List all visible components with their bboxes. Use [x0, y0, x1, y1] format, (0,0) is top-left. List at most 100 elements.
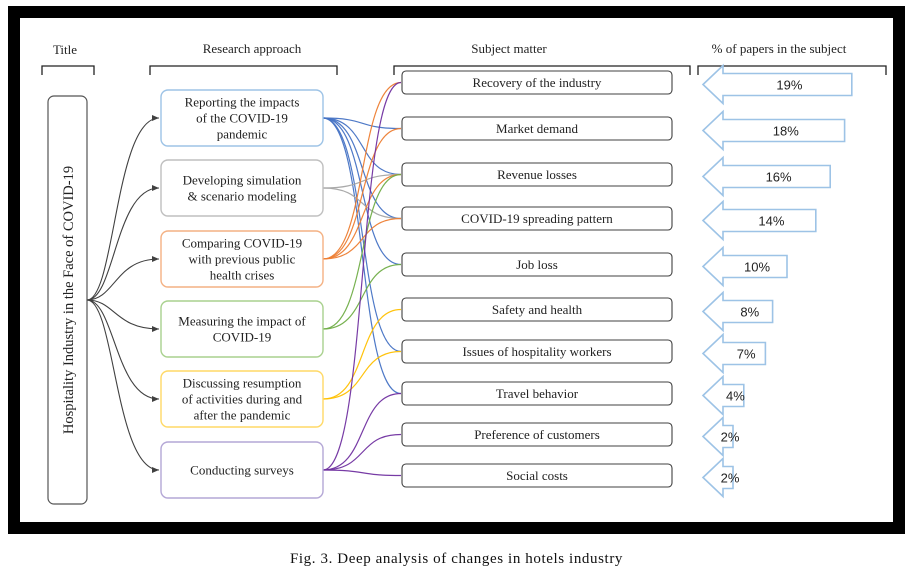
subject-matter-box: Issues of hospitality workers — [401, 339, 673, 364]
connector-approach-2-subject-3 — [322, 173, 402, 189]
research-approach-label: Comparing COVID-19 — [182, 236, 302, 251]
research-approach-label: Measuring the impact of — [178, 314, 306, 329]
connector-approach-6-subject-10 — [322, 469, 402, 477]
subject-matter-box-border — [401, 116, 673, 141]
subject-matter-box: Travel behavior — [401, 381, 673, 406]
research-approach-box: Developing simulation& scenario modeling — [160, 159, 324, 217]
connector-approach-3-subject-4 — [322, 217, 402, 260]
research-approach-label: of the COVID-19 — [196, 111, 288, 126]
research-approach-label: with previous public — [189, 252, 296, 267]
research-approach-box-border — [160, 370, 324, 428]
subject-matter-label: Safety and health — [492, 302, 583, 317]
subject-matter-box: Job loss — [401, 252, 673, 277]
research-approach-box-border — [160, 89, 324, 147]
connector-approach-6-subject-1 — [322, 81, 402, 471]
header-brackets — [41, 65, 887, 75]
title-connector-5 — [86, 299, 160, 402]
percent-arrow: 2% — [701, 415, 740, 458]
subject-matter-label: Preference of customers — [474, 427, 600, 442]
subject-matter-label: Issues of hospitality workers — [462, 344, 611, 359]
subject-matter-box: Market demand — [401, 116, 673, 141]
research-approach-label: health crises — [210, 268, 275, 283]
connector-approach-1-subject-5 — [322, 117, 402, 266]
approach-to-subject-connectors — [322, 81, 402, 477]
research-approach-box-border — [160, 441, 324, 499]
figure-frame: Title Research approach Subject matter %… — [8, 6, 905, 534]
figure-caption: Fig. 3. Deep analysis of changes in hote… — [289, 551, 624, 567]
connector-approach-3-subject-2 — [322, 127, 402, 260]
percent-arrow-shape — [701, 155, 832, 198]
connector-approach-6-subject-8 — [322, 392, 402, 471]
connector-approach-1-subject-2 — [322, 117, 402, 130]
percent-arrow-shape — [701, 245, 788, 288]
research-approach-label: COVID-19 — [213, 330, 272, 345]
percent-arrow-shape — [701, 109, 846, 152]
percent-arrow: 14% — [701, 199, 817, 242]
percent-arrow: 2% — [701, 456, 740, 499]
percent-label: 18% — [773, 124, 799, 139]
research-approach-label: after the pandemic — [194, 408, 291, 423]
subject-matter-box: Social costs — [401, 463, 673, 488]
research-approach-box-border — [160, 300, 324, 358]
percent-arrow: 10% — [701, 245, 788, 288]
header-research-approach: Research approach — [203, 41, 302, 56]
subject-matter-box: Revenue losses — [401, 162, 673, 187]
subject-matter-box: Safety and health — [401, 297, 673, 322]
percent-label: 7% — [737, 347, 756, 362]
title-connector-3 — [86, 256, 160, 301]
header-percent: % of papers in the subject — [712, 41, 847, 56]
percent-arrow: 4% — [701, 374, 745, 417]
title-connector-4 — [86, 299, 160, 332]
subject-matter-box-border — [401, 463, 673, 488]
percent-arrow: 16% — [701, 155, 832, 198]
percent-arrow-shape — [701, 290, 774, 333]
percent-label: 2% — [721, 471, 740, 486]
subject-matter-box-border — [401, 422, 673, 447]
subject-matter-box: Preference of customers — [401, 422, 673, 447]
percent-label: 10% — [744, 260, 770, 275]
connector-approach-6-subject-9 — [322, 433, 402, 471]
title-box-label: Hospitality Industry in the Face of COVI… — [61, 166, 77, 434]
subject-matter-box: COVID-19 spreading pattern — [401, 206, 673, 231]
title-connector-6 — [86, 299, 160, 473]
percent-label: 8% — [740, 305, 759, 320]
connector-approach-2-subject-4 — [322, 187, 402, 220]
header-subject-matter: Subject matter — [471, 41, 547, 56]
subject-matter-label: Travel behavior — [496, 386, 579, 401]
subject-matter-box-border — [401, 297, 673, 322]
percent-arrow: 18% — [701, 109, 846, 152]
connector-approach-5-subject-7 — [322, 350, 402, 400]
connector-approach-1-subject-3 — [322, 117, 402, 176]
percent-arrow: 7% — [701, 332, 767, 375]
percent-arrow: 8% — [701, 290, 774, 333]
percent-label: 19% — [776, 78, 802, 93]
percent-arrow-shape — [701, 374, 745, 417]
connector-approach-1-subject-8 — [322, 117, 402, 395]
research-approach-label: Discussing resumption — [183, 376, 302, 391]
research-approach-label: Conducting surveys — [190, 463, 294, 478]
percent-arrow-shape — [701, 199, 817, 242]
subject-matter-box-border — [401, 381, 673, 406]
research-approach-label: & scenario modeling — [187, 189, 297, 204]
subject-matter-label: Revenue losses — [497, 167, 577, 182]
research-approach-label: Reporting the impacts — [185, 95, 300, 110]
header-title: Title — [53, 42, 77, 57]
percent-arrow-shape — [701, 332, 767, 375]
title-connector-2 — [86, 185, 160, 301]
title-connector-1 — [86, 115, 160, 301]
research-approach-box-border — [160, 230, 324, 288]
research-approach-box-border — [160, 159, 324, 217]
subject-matter-label: COVID-19 spreading pattern — [461, 211, 613, 226]
research-approach-label: pandemic — [217, 127, 268, 142]
connector-approach-5-subject-6 — [322, 308, 402, 400]
subject-matter-label: Market demand — [496, 121, 578, 136]
percent-arrow-list: 19%18%16%14%10%8%7%4%2%2% — [701, 63, 853, 499]
percent-arrow-shape — [701, 63, 853, 106]
title-to-approach-connectors — [86, 115, 160, 473]
